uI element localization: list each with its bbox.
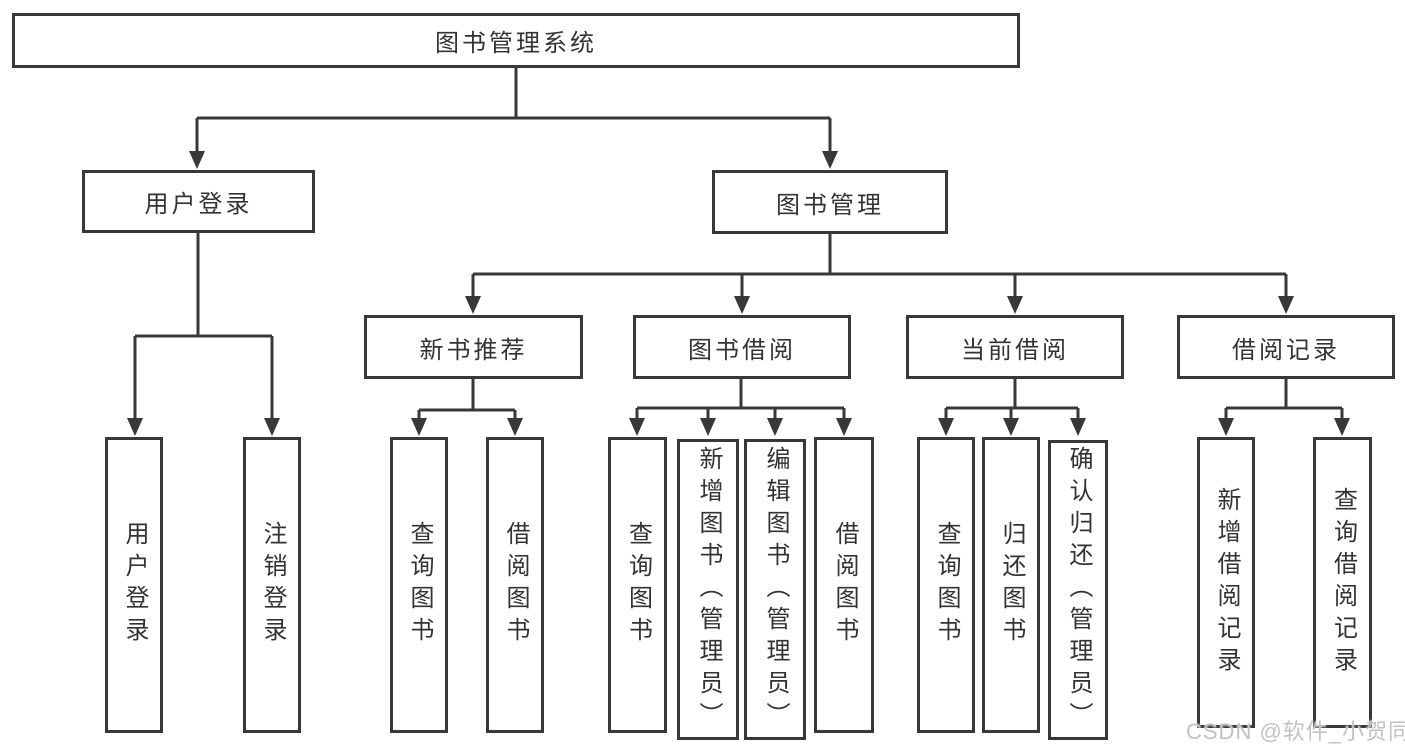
node-book-borrowing: 图书借阅: [633, 315, 851, 379]
node-add-borrow-record: 新增借阅记录: [1197, 437, 1255, 728]
node-label: 新增借阅记录: [1213, 486, 1240, 679]
node-book-management-group: 图书管理: [712, 170, 948, 234]
node-current-borrowing: 当前借阅: [906, 315, 1124, 379]
node-label: 新增图书（管理员）: [695, 445, 722, 734]
node-label: 查询图书: [933, 521, 960, 649]
node-label: 借阅图书: [831, 521, 858, 649]
node-confirm-return-admin: 确认归还（管理员）: [1048, 440, 1108, 740]
arrowhead-icons: [127, 151, 1350, 436]
node-query-book-recommend: 查询图书: [390, 437, 448, 733]
node-borrow-book-recommend: 借阅图书: [486, 437, 544, 733]
node-label: 确认归还（管理员）: [1065, 446, 1092, 734]
node-label: 用户登录: [121, 521, 148, 649]
node-label: 用户登录: [144, 191, 253, 218]
node-user-login-group: 用户登录: [82, 170, 315, 233]
node-edit-book-admin: 编辑图书（管理员）: [744, 439, 806, 740]
csdn-watermark: CSDN @软件_小贺同学: [1186, 719, 1405, 744]
node-query-book-borrowing: 查询图书: [608, 437, 667, 733]
node-logout: 注销登录: [243, 437, 301, 733]
node-label: 查询借阅记录: [1329, 486, 1357, 679]
node-label: 图书管理系统: [435, 30, 597, 57]
node-new-book-recommend: 新书推荐: [364, 315, 583, 379]
node-label: 查询图书: [624, 521, 652, 649]
node-label: 编辑图书（管理员）: [762, 445, 789, 734]
node-label: 图书借阅: [688, 336, 796, 364]
node-label: 借阅图书: [502, 521, 529, 649]
node-label: 图书管理: [776, 191, 884, 219]
node-label: 注销登录: [259, 521, 286, 649]
node-user-login: 用户登录: [105, 437, 163, 733]
node-label: 借阅记录: [1232, 336, 1340, 364]
node-return-book: 归还图书: [982, 437, 1040, 733]
node-root-system: 图书管理系统: [12, 13, 1020, 68]
node-query-borrow-record: 查询借阅记录: [1313, 437, 1372, 728]
node-label: 当前借阅: [961, 336, 1069, 364]
node-label: 新书推荐: [419, 336, 528, 364]
node-query-book-current: 查询图书: [917, 437, 975, 733]
node-borrow-records: 借阅记录: [1177, 315, 1395, 379]
node-borrow-book: 借阅图书: [814, 437, 874, 733]
node-label: 归还图书: [998, 521, 1025, 649]
node-add-book-admin: 新增图书（管理员）: [677, 439, 739, 740]
node-label: 查询图书: [406, 521, 433, 649]
